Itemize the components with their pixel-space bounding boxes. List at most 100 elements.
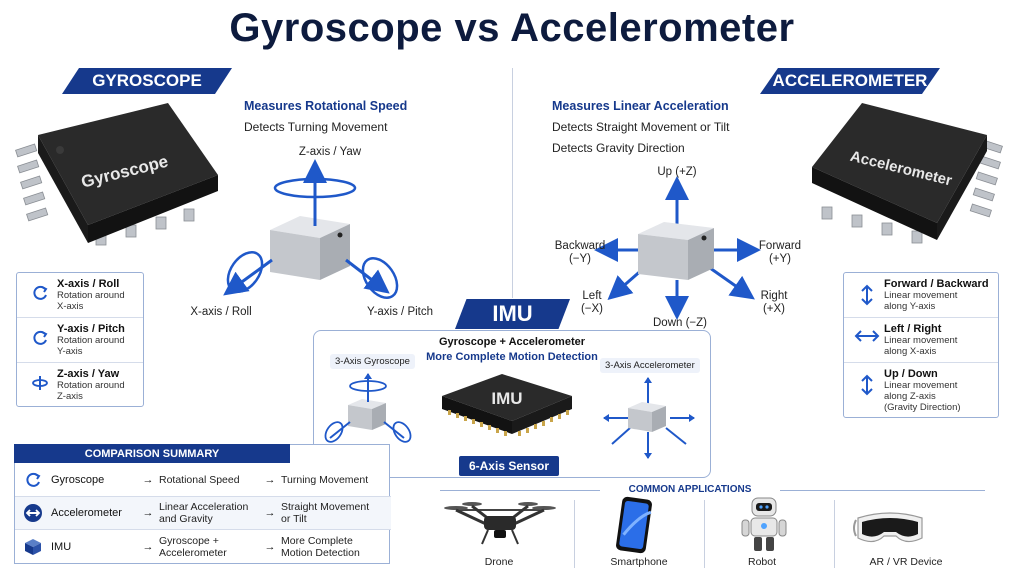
row-measure: Gyroscope +Accelerometer [159,534,227,559]
accelerometer-banner: ACCELEROMETER [760,68,940,94]
y-axis-label: Y-axis / Pitch [366,306,434,318]
rotate-icon [33,285,48,300]
app-label-drone: Drone [484,556,514,568]
row-arrow: → [142,540,154,553]
info-title: X-axis / Roll [57,278,120,290]
info-title: Z-axis / Yaw [57,368,120,380]
info-desc: along Y-axis [884,301,936,312]
robot-icon [741,497,787,551]
info-desc: along Z-axis [884,391,936,402]
imu-banner: IMU [455,299,570,329]
linear-arrow-icon [24,504,42,522]
info-desc: Rotation around [57,380,125,391]
forward-label: Forward(+Y) [758,240,802,265]
pitch-rotation-ring [361,257,399,299]
row-name: Gyroscope [51,474,105,486]
imu-gyro-cube-diagram [324,373,412,443]
imu-line-1: Gyroscope + Accelerometer [438,336,586,348]
info-desc: X-axis [57,301,84,312]
rotate-icon [33,330,48,345]
row-arrow: → [142,507,154,519]
info-desc: Linear movement [884,380,958,391]
app-label-ar-vr: AR / VR Device [869,556,943,568]
app-label-smartphone: Smartphone [610,556,668,568]
cube-icon [25,538,41,555]
row-arrow: → [264,507,276,519]
info-desc: Rotation around [57,290,125,301]
comparison-summary-table: Gyroscope → Rotational Speed → Turning M… [14,444,391,564]
row-name: Accelerometer [51,507,122,519]
right-arrow [709,266,755,300]
six-axis-sensor-tag: 6-Axis Sensor [459,456,559,476]
center-divider [512,68,513,298]
accelerometer-detail-2: Detects Gravity Direction [552,141,685,155]
vr-headset-icon [853,512,923,543]
vertical-double-arrow-icon [861,374,873,396]
app-label-robot: Robot [747,556,777,568]
up-label: Up (+Z) [657,166,697,178]
info-desc: (Gravity Direction) [884,402,961,413]
smartphone-icon [616,496,652,554]
y-axis-arrow [345,258,390,294]
rotate-icon [26,472,41,487]
x-axis-arrow [223,258,273,296]
info-desc: along X-axis [884,346,937,357]
gyroscope-axis-diagram [223,159,399,299]
comparison-summary-header: COMPARISON SUMMARY [14,444,290,463]
backward-label: Backward(−Y) [554,240,606,265]
info-title: Forward / Backward [884,278,989,290]
x-axis-label: X-axis / Roll [190,306,252,318]
gyroscope-banner: GYROSCOPE [62,68,232,94]
app-divider [574,500,575,568]
row-arrow: → [264,540,276,553]
table-row: Gyroscope → Rotational Speed → Turning M… [15,464,391,497]
info-desc: Y-axis [57,346,83,357]
gyroscope-chip-image: Gyroscope [15,103,218,246]
imu-line-2: More Complete Motion Detection [426,351,598,363]
imu-accel-cube-diagram [603,377,695,459]
yaw-rotation-ring [273,177,357,199]
info-title: Y-axis / Pitch [57,323,125,335]
accelerometer-detail-1: Detects Straight Movement or Tilt [552,120,730,134]
right-label: Right(+X) [760,290,788,315]
row-arrow: → [142,474,154,486]
table-row: IMU → Gyroscope +Accelerometer → More Co… [15,530,391,563]
accelerometer-headline: Measures Linear Acceleration [552,99,729,113]
imu-gyro-pill: 3-Axis Gyroscope [330,354,415,369]
info-desc: Linear movement [884,335,958,346]
info-desc: Z-axis [57,391,83,402]
down-label: Down (−Z) [653,317,707,329]
drone-icon [444,502,556,545]
vertical-double-arrow-icon [861,284,873,306]
accelerometer-axis-diagram [594,176,761,320]
accelerometer-chip-image: Accelerometer [812,103,1003,244]
app-divider [834,500,835,568]
imu-accel-pill: 3-Axis Accelerometer [600,358,700,373]
gyroscope-detail: Detects Turning Movement [244,120,388,134]
info-desc: Rotation around [57,335,125,346]
left-label: Left(−X) [580,290,604,315]
info-title: Up / Down [884,368,938,380]
gyroscope-headline: Measures Rotational Speed [244,99,408,113]
page-title: Gyroscope vs Accelerometer [229,6,795,50]
row-result: Turning Movement [281,474,369,486]
horizontal-double-arrow-icon [854,330,880,342]
imu-chip-image: IMU [442,374,572,436]
row-name: IMU [51,540,72,553]
info-title: Left / Right [884,323,942,335]
imu-chip-label: IMU [491,389,522,408]
applications-header: COMMON APPLICATIONS [600,484,780,495]
yaw-icon [32,376,48,390]
info-desc: Linear movement [884,290,958,301]
row-measure: Rotational Speed [159,474,240,486]
